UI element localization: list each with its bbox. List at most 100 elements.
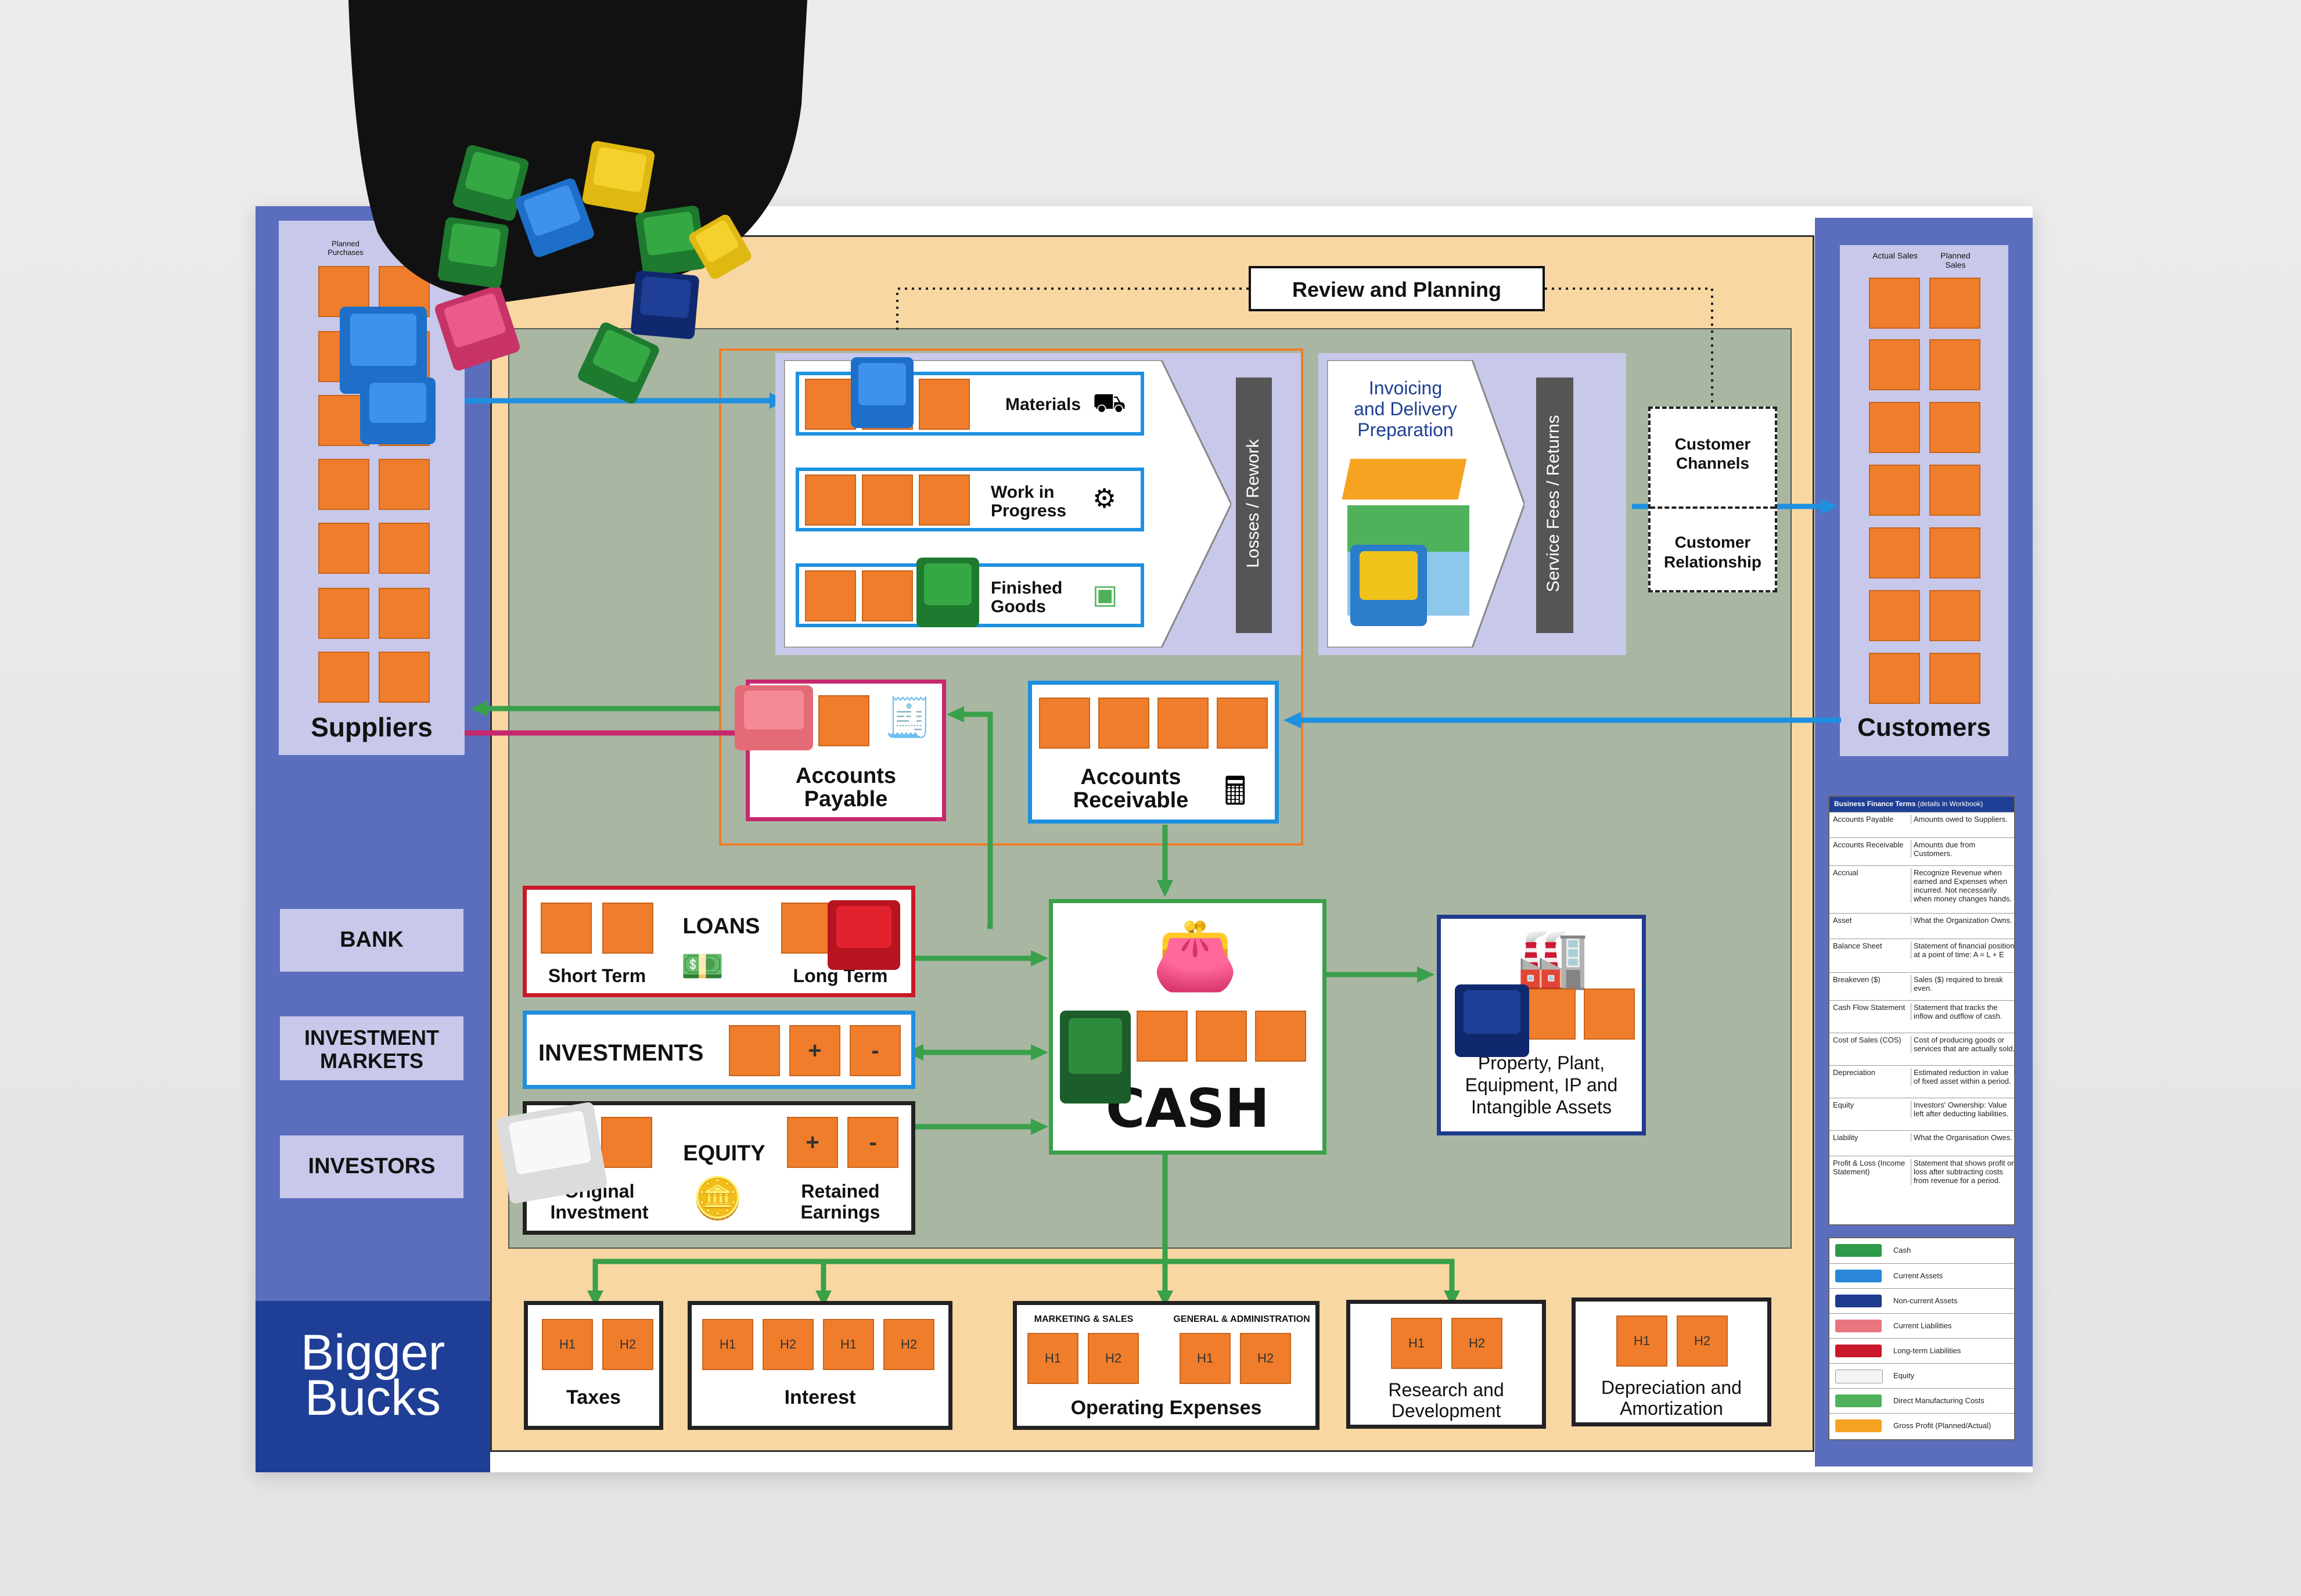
- opex-slot[interactable]: H2: [1240, 1333, 1291, 1384]
- blue-cube-piece[interactable]: [851, 357, 914, 428]
- wip-slot[interactable]: [805, 475, 856, 526]
- navy-cube-piece[interactable]: [630, 270, 700, 340]
- sales-slot[interactable]: [1929, 339, 1980, 390]
- purchase-slot[interactable]: [318, 523, 369, 574]
- table-row: Cost of Sales (COS)Cost of producing goo…: [1829, 1033, 2015, 1066]
- investment-plus-slot[interactable]: +: [789, 1025, 840, 1076]
- interest-slot[interactable]: H2: [883, 1319, 934, 1370]
- investors-panel[interactable]: INVESTORS: [280, 1135, 463, 1198]
- sales-slot[interactable]: [1929, 527, 1980, 578]
- customer-channels-box[interactable]: Customer Channels Customer Relationship: [1648, 407, 1777, 592]
- sales-slot[interactable]: [1929, 402, 1980, 453]
- wip-slot[interactable]: [862, 475, 913, 526]
- investment-minus-slot[interactable]: -: [850, 1025, 901, 1076]
- original-investment-slot[interactable]: [601, 1117, 652, 1168]
- ppe-slot[interactable]: [1584, 988, 1635, 1040]
- interest-slot[interactable]: H2: [763, 1319, 814, 1370]
- review-planning-box[interactable]: Review and Planning: [1249, 266, 1545, 311]
- operating-expenses-box[interactable]: MARKETING & SALES GENERAL & ADMINISTRATI…: [1013, 1301, 1320, 1430]
- equity-plus-slot[interactable]: +: [787, 1117, 838, 1168]
- opex-slot[interactable]: H1: [1027, 1333, 1078, 1384]
- interest-slot[interactable]: H1: [702, 1319, 753, 1370]
- materials-slot[interactable]: [919, 379, 970, 430]
- gross-profit-block: [1342, 459, 1467, 499]
- cash-slot[interactable]: [1255, 1011, 1306, 1062]
- receivable-slot[interactable]: [1217, 698, 1268, 749]
- depreciation-h2-slot[interactable]: H2: [1677, 1315, 1728, 1367]
- cash-slot[interactable]: [1196, 1011, 1247, 1062]
- sales-slot[interactable]: [1929, 278, 1980, 329]
- blue-cube-piece[interactable]: [360, 378, 436, 444]
- investment-markets-panel[interactable]: INVESTMENT MARKETS: [280, 1016, 463, 1080]
- receivable-slot[interactable]: [1098, 698, 1149, 749]
- purchase-slot[interactable]: [379, 588, 430, 639]
- opex-slot[interactable]: H2: [1088, 1333, 1139, 1384]
- investments-box[interactable]: INVESTMENTS + -: [523, 1011, 915, 1089]
- rnd-h1-slot[interactable]: H1: [1391, 1318, 1442, 1369]
- purchase-slot[interactable]: [379, 523, 430, 574]
- interest-slot[interactable]: H1: [823, 1319, 874, 1370]
- materials-slot[interactable]: [805, 379, 856, 430]
- sales-slot[interactable]: [1869, 339, 1920, 390]
- taxes-box[interactable]: H1 H2 Taxes: [524, 1301, 663, 1430]
- purchase-slot[interactable]: [379, 652, 430, 703]
- term-cell: Accounts Payable: [1833, 815, 1894, 824]
- research-box[interactable]: H1 H2 Research and Development: [1346, 1300, 1546, 1429]
- depreciation-h1-slot[interactable]: H1: [1616, 1315, 1667, 1367]
- green-cube-piece[interactable]: [1060, 1011, 1131, 1103]
- purchase-slot[interactable]: [318, 459, 369, 510]
- rnd-h2-slot[interactable]: H2: [1451, 1318, 1502, 1369]
- sales-slot[interactable]: [1869, 653, 1920, 704]
- customer-channels-label-1: Customer: [1674, 435, 1751, 453]
- red-cube-piece[interactable]: [828, 900, 900, 970]
- sales-slot[interactable]: [1929, 653, 1980, 704]
- tax-h2-slot[interactable]: H2: [602, 1319, 653, 1370]
- purchase-slot[interactable]: [379, 459, 430, 510]
- blue-cube-piece[interactable]: [1350, 545, 1427, 626]
- short-term-loan-slot[interactable]: [541, 903, 592, 954]
- accounts-receivable-box[interactable]: Accounts Receivable 🖩: [1028, 681, 1279, 824]
- sales-slot[interactable]: [1869, 278, 1920, 329]
- finished-slot[interactable]: [862, 570, 913, 621]
- finance-terms-table: Business Finance Terms (details in Workb…: [1828, 796, 2015, 1225]
- equity-swatch: [1835, 1369, 1883, 1383]
- cash-slot[interactable]: [1137, 1011, 1188, 1062]
- yellow-cube-piece[interactable]: [581, 140, 656, 214]
- finished-slot[interactable]: [805, 570, 856, 621]
- factory-icon: ⚙: [1092, 483, 1117, 513]
- ppe-slot[interactable]: [1525, 988, 1576, 1040]
- long-term-loan-slot[interactable]: [781, 903, 832, 954]
- sales-slot[interactable]: [1869, 527, 1920, 578]
- bank-panel[interactable]: BANK: [280, 909, 463, 972]
- purchase-slot[interactable]: [318, 652, 369, 703]
- opex-slot[interactable]: H1: [1180, 1333, 1231, 1384]
- depreciation-box[interactable]: H1 H2 Depreciation and Amortization: [1572, 1297, 1771, 1426]
- sales-slot[interactable]: [1869, 465, 1920, 516]
- pink-cube-piece[interactable]: [735, 685, 813, 750]
- term-cell: Accrual: [1833, 868, 1858, 877]
- sales-slot[interactable]: [1869, 590, 1920, 641]
- navy-cube-piece[interactable]: [1455, 984, 1529, 1057]
- investment-slot[interactable]: [729, 1025, 780, 1076]
- green-cube-piece[interactable]: [437, 216, 510, 289]
- receivable-slot[interactable]: [1157, 698, 1209, 749]
- tax-h1-slot[interactable]: H1: [542, 1319, 593, 1370]
- sales-slot[interactable]: [1929, 465, 1980, 516]
- materials-box[interactable]: Materials ⛟: [796, 372, 1144, 436]
- definition-cell: Recognize Revenue when earned and Expens…: [1911, 868, 2016, 903]
- interest-box[interactable]: H1 H2 H1 H2 Interest: [688, 1301, 952, 1430]
- legend-label: Non-current Assets: [1893, 1296, 1958, 1305]
- sales-slot[interactable]: [1929, 590, 1980, 641]
- receivable-slot[interactable]: [1039, 698, 1090, 749]
- work-in-progress-box[interactable]: Work in Progress ⚙: [796, 468, 1144, 531]
- green-cube-piece[interactable]: [916, 558, 979, 627]
- purchase-slot[interactable]: [318, 588, 369, 639]
- short-term-loan-slot[interactable]: [602, 903, 653, 954]
- payable-slot[interactable]: [818, 695, 869, 746]
- interest-label: Interest: [784, 1386, 856, 1408]
- white-cube-piece[interactable]: [495, 1101, 608, 1205]
- wip-slot[interactable]: [919, 475, 970, 526]
- sales-slot[interactable]: [1869, 402, 1920, 453]
- equity-minus-slot[interactable]: -: [847, 1117, 898, 1168]
